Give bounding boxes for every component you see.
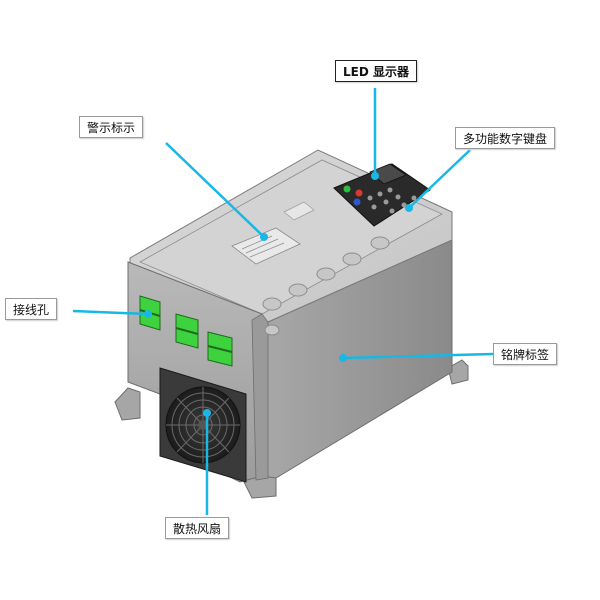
knockout-hole	[316, 267, 336, 281]
knockout-hole	[370, 236, 390, 250]
leader-wiring-holes	[72, 309, 149, 316]
leader-dot	[144, 310, 152, 318]
key-button	[367, 195, 373, 201]
callout-nameplate: 铭牌标签	[493, 343, 558, 365]
mounting-foot-right	[447, 359, 469, 385]
knockout-hole	[342, 252, 362, 266]
key-button	[411, 195, 417, 201]
leader-dot	[371, 172, 379, 180]
leader-dot	[405, 204, 413, 212]
callout-wiring-holes: 接线孔	[5, 298, 58, 320]
mounting-foot-left	[114, 387, 141, 421]
callout-keypad: 多功能数字键盘	[455, 127, 556, 149]
key-button	[389, 208, 395, 214]
led-display-window	[369, 163, 407, 185]
knockout-hole	[264, 324, 280, 336]
leader-keypad	[408, 149, 471, 209]
knockout-holes	[262, 236, 390, 336]
key-button-blue	[353, 198, 361, 206]
key-button	[383, 199, 389, 205]
inverter-body	[114, 149, 469, 499]
callout-warning-label: 警示标示	[79, 116, 144, 138]
keypad-buttons	[343, 185, 417, 214]
key-button	[395, 194, 401, 200]
fan-hub	[198, 420, 208, 430]
leader-dot	[260, 233, 268, 241]
key-button	[387, 187, 393, 193]
leader-lines	[72, 88, 494, 515]
leader-dot	[339, 354, 347, 362]
key-button-green	[343, 185, 351, 193]
knockout-hole	[288, 283, 308, 297]
divider-rib	[251, 313, 269, 481]
callout-led-display: LED 显示器	[335, 60, 417, 82]
small-label	[283, 201, 315, 221]
knockout-hole	[262, 297, 282, 311]
cooling-fan	[159, 367, 247, 483]
key-button	[401, 202, 407, 208]
key-button	[377, 191, 383, 197]
leader-nameplate	[342, 352, 494, 360]
leader-warning-label	[165, 142, 265, 238]
leader-dots	[144, 172, 413, 417]
leader-dot	[203, 409, 211, 417]
callout-cooling-fan: 散热风扇	[165, 517, 230, 539]
key-button-red	[355, 189, 363, 197]
key-button	[371, 204, 377, 210]
